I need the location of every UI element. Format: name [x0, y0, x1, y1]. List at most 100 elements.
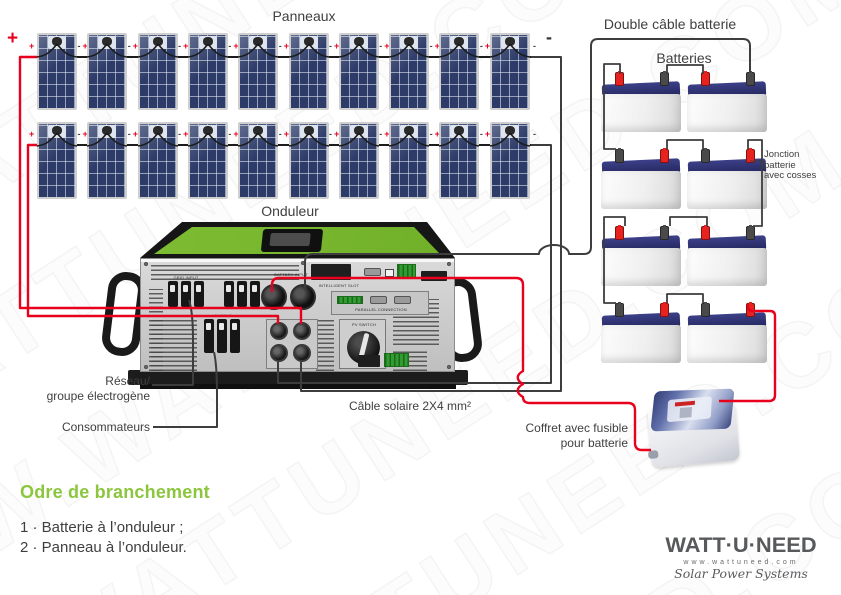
array-negative-sign: -: [546, 27, 552, 47]
fusebox-label: Coffret avec fusible pour batterie: [525, 421, 629, 450]
breaker[interactable]: [168, 281, 178, 307]
junction-box: [48, 36, 66, 49]
polarity-plus-mark: +: [384, 129, 390, 139]
parallel-connection-plate: PARALLEL CONNECTION: [331, 291, 429, 315]
polarity-minus-mark: -: [228, 129, 232, 139]
breaker[interactable]: [237, 281, 247, 307]
intelligent-slot: [311, 264, 351, 280]
solar-panel: [137, 122, 178, 199]
polarity-plus-mark: +: [29, 129, 35, 139]
battery-terminal-right: [660, 71, 669, 86]
panel-jbox-wires: [338, 43, 379, 58]
output-breakers[interactable]: [204, 319, 240, 353]
breaker[interactable]: [194, 281, 204, 307]
polarity-minus-mark: -: [127, 41, 131, 51]
battery-positive-cable-from-bank: [719, 304, 777, 403]
parallel-port[interactable]: [394, 296, 411, 304]
polarity-plus-mark: +: [283, 129, 289, 139]
polarity-plus-mark: +: [484, 41, 491, 51]
pv-switch-label: PV SWITCH: [351, 322, 377, 327]
panel-jbox-wires: [37, 43, 77, 58]
order-items: 1 · Batterie à l’onduleur ; 2 · Panneau …: [20, 518, 210, 558]
battery-jumper-cables: [603, 63, 763, 304]
solar-panel: [87, 33, 128, 110]
solar-panel: [288, 33, 329, 110]
panel-jbox-wires: [137, 43, 178, 58]
breaker[interactable]: [250, 281, 260, 307]
junction-box: [299, 36, 318, 49]
polarity-plus-mark: +: [233, 129, 239, 139]
battery-terminal-right: [746, 225, 755, 240]
battery-terminal-right: [660, 302, 669, 317]
breaker[interactable]: [224, 281, 234, 307]
battery-body: [687, 94, 767, 132]
battery-input-connector-negative[interactable]: [290, 284, 316, 310]
panel-jbox-wires: [389, 43, 430, 58]
solar-panel: [87, 122, 128, 199]
pv-input-connector[interactable]: [293, 344, 311, 362]
output-terminal-block[interactable]: [384, 353, 409, 367]
battery: [601, 225, 681, 286]
usb-port[interactable]: [385, 269, 394, 277]
breaker[interactable]: [181, 281, 191, 307]
panel-jbox-wires: [489, 43, 530, 58]
solar-panel: [439, 33, 480, 110]
polarity-minus-mark: -: [379, 41, 383, 51]
screw: [144, 262, 148, 266]
solar-panel: [37, 33, 77, 110]
battery-terminal-right: [660, 225, 669, 240]
panel-jbox-wires: [338, 132, 379, 147]
polarity-plus-mark: +: [82, 129, 88, 139]
grid-input-breakers[interactable]: [168, 281, 204, 307]
junction-box: [500, 125, 519, 138]
junction-box: [349, 36, 368, 49]
polarity-minus-mark: -: [329, 41, 332, 51]
battery-terminal-left: [701, 302, 710, 317]
polarity-minus-mark: -: [429, 41, 433, 51]
battery: [687, 225, 767, 286]
polarity-minus-mark: -: [379, 129, 383, 139]
polarity-minus-mark: -: [77, 41, 81, 51]
panel-negative-cable-row1: [300, 56, 562, 392]
junction-box: [148, 36, 167, 49]
battery-positive-cable-to-fusebox: [270, 276, 651, 452]
polarity-plus-mark: +: [334, 129, 340, 139]
polarity-plus-mark: +: [132, 129, 139, 139]
intelligent-slot-label: INTELLIGENT SLOT: [318, 283, 360, 288]
pv-input-connector[interactable]: [270, 344, 288, 362]
order-item-2: 2 · Panneau à l’onduleur.: [20, 539, 187, 556]
breaker[interactable]: [230, 319, 240, 353]
inverter: GRID INPUT OUTPUT BATTERY INPUT INTELLIG…: [100, 220, 484, 392]
parallel-port[interactable]: [370, 296, 387, 304]
battery-body: [687, 248, 767, 286]
wattuneed-logo: WATT·U·NEED www.wattuneed.com Solar Powe…: [664, 534, 818, 581]
battery: [687, 148, 767, 209]
breaker[interactable]: [204, 319, 214, 353]
battery-terminal-left: [701, 225, 710, 240]
polarity-plus-mark: +: [434, 129, 440, 139]
polarity-minus-mark: -: [278, 41, 282, 51]
battery-body: [601, 248, 681, 286]
dark-cables: [152, 38, 751, 428]
panel-jbox-wires: [489, 132, 530, 147]
breaker[interactable]: [217, 319, 227, 353]
consumers-cable: [153, 351, 218, 428]
polarity-plus-mark: +: [183, 129, 189, 139]
polarity-minus-mark: -: [178, 129, 182, 139]
status-module: [358, 355, 380, 367]
solar-panel: [338, 33, 379, 110]
logo-brand-text: WATT·U·NEED: [665, 534, 817, 557]
ac-terminal-block[interactable]: [397, 264, 416, 279]
solar-panel: [489, 33, 530, 110]
panel-jbox-wires: [439, 132, 480, 147]
solar-panel: [288, 122, 329, 199]
secondary-breakers[interactable]: [224, 281, 260, 307]
polarity-minus-mark: -: [278, 129, 282, 139]
solar-panel: [187, 122, 228, 199]
polarity-plus-mark: +: [283, 41, 289, 51]
battery-body: [601, 325, 681, 363]
parallel-terminal[interactable]: [337, 296, 363, 304]
battery-input-connector-positive[interactable]: [261, 284, 287, 310]
rs232-port[interactable]: [364, 268, 381, 276]
